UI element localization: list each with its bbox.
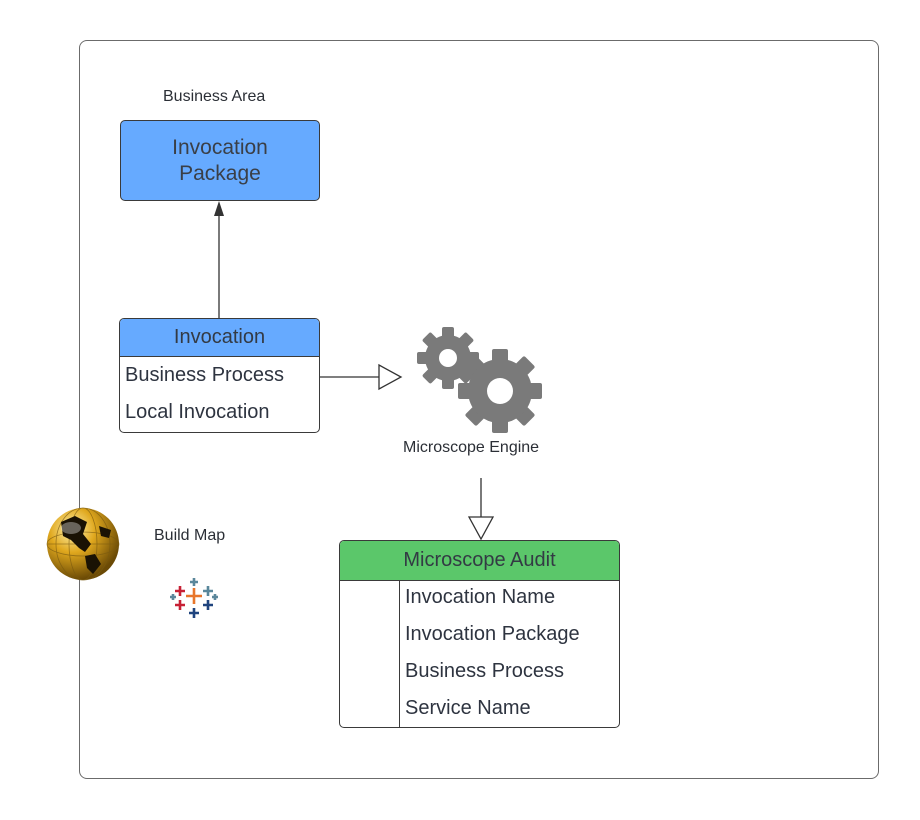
audit-row-service-name: Service Name xyxy=(405,697,531,719)
microscope-audit-box[interactable]: Microscope Audit Invocation Name Invocat… xyxy=(339,540,620,728)
audit-row-invocation-package: Invocation Package xyxy=(405,623,580,645)
audit-column-divider xyxy=(399,581,400,727)
audit-row-invocation-name: Invocation Name xyxy=(405,586,556,608)
tableau-icon xyxy=(170,578,218,618)
engine-label: Microscope Engine xyxy=(403,439,540,456)
invocation-package-title: Invocation Package xyxy=(172,135,268,185)
business-area-label: Business Area xyxy=(163,88,266,105)
audit-title: Microscope Audit xyxy=(340,541,619,581)
arrow-invocation-to-engine xyxy=(320,363,403,391)
build-map-label: Build Map xyxy=(154,527,226,544)
audit-row-business-process: Business Process xyxy=(405,660,564,682)
arrow-invocation-to-package xyxy=(214,201,224,318)
diagram-frame xyxy=(79,40,879,779)
invocation-package-box[interactable]: Invocation Package xyxy=(120,120,320,201)
invocation-box[interactable]: Invocation Business Process Local Invoca… xyxy=(119,318,320,433)
invocation-row-business-process: Business Process xyxy=(125,364,284,386)
invocation-title: Invocation xyxy=(120,319,319,357)
invocation-row-local-invocation: Local Invocation xyxy=(125,401,270,423)
arrow-engine-to-audit xyxy=(467,478,495,541)
globe-icon xyxy=(46,507,120,581)
gears-icon xyxy=(417,327,542,433)
